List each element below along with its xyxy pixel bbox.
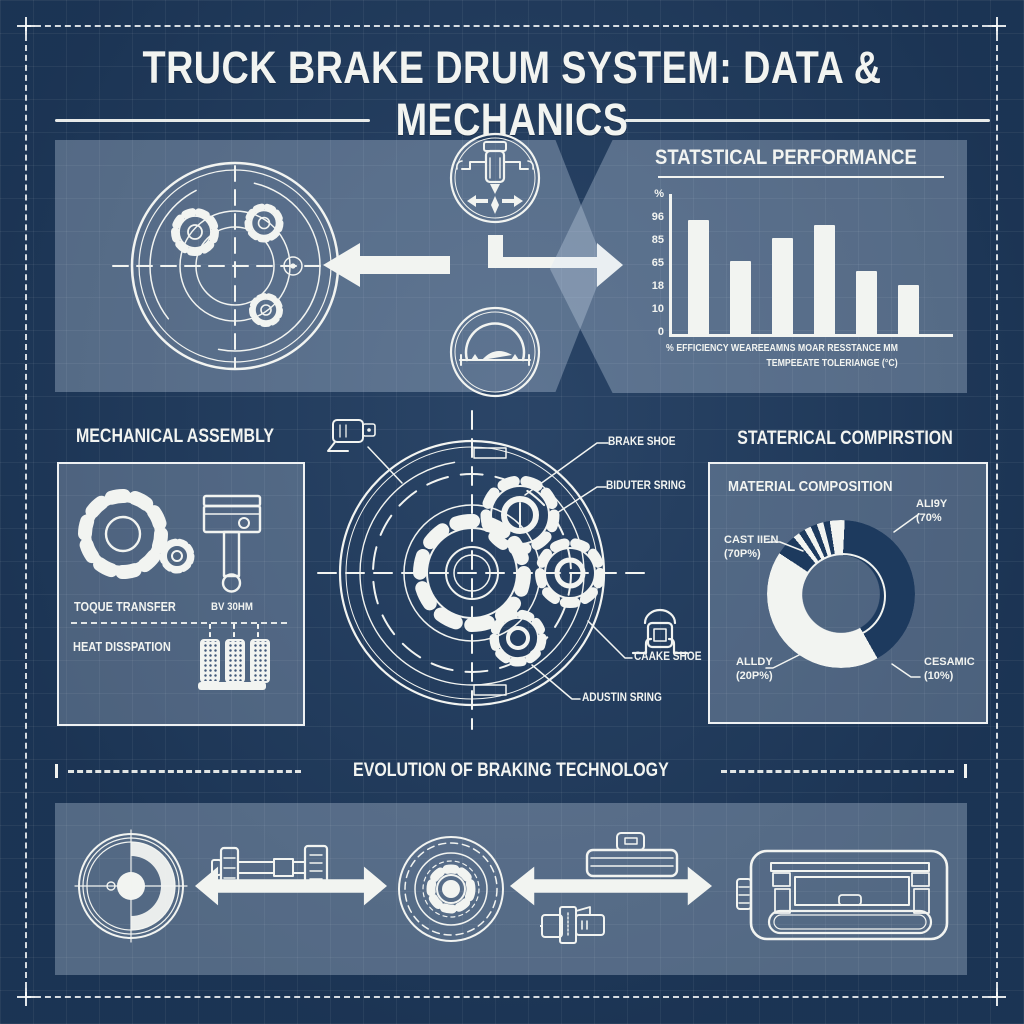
gauge-badge-icon: [449, 306, 541, 398]
component-icon: [327, 419, 376, 452]
brake-pad: [225, 639, 245, 683]
bar-chart-y-axis: [669, 194, 672, 336]
corner-cross: [988, 988, 1006, 1006]
brake-pad: [250, 639, 270, 683]
dashed-rule: [720, 769, 954, 773]
dash-end-tick: [55, 764, 58, 778]
brake-shoe-icon: [631, 608, 689, 655]
drum-exploded-diagram: [317, 410, 689, 730]
y-tick: 85: [651, 234, 664, 246]
stats-underline: [658, 176, 944, 178]
pie-label-ceramic: CESAMIC (10%): [924, 656, 975, 682]
bar: [898, 285, 919, 336]
y-tick: 10: [651, 303, 664, 315]
bar-chart-yticks: % 96 85 65 18 10 0: [634, 188, 664, 338]
torque-transfer-label: TOQUE TRANSFER: [74, 600, 176, 614]
evolution-band: [55, 803, 967, 975]
evolution-title: EVOLUTION OF BRAKING TECHNOLOGY: [353, 760, 669, 781]
y-tick: 96: [651, 211, 664, 223]
drum-gear-icon: [398, 836, 504, 942]
connector-line: [209, 624, 211, 637]
y-tick: %: [654, 188, 664, 200]
page-title: TRUCK BRAKE DRUM SYSTEM: DATA & MECHANIC…: [142, 42, 882, 145]
piston-icon: [202, 494, 262, 593]
dash-end-tick: [964, 764, 967, 778]
label-outer-spring: BIDUTER SRING: [606, 480, 686, 492]
small-part-icon: [540, 906, 605, 944]
cylinder-icon: [585, 832, 679, 878]
y-tick: 65: [651, 257, 664, 269]
torque-value: BV 30HM: [211, 601, 253, 613]
brake-pad: [200, 639, 220, 683]
corner-cross: [17, 17, 35, 35]
bar: [856, 271, 877, 336]
brake-pads-icon: [200, 639, 270, 683]
gear-icon: [171, 208, 219, 256]
evolution-header: EVOLUTION OF BRAKING TECHNOLOGY: [55, 760, 967, 782]
connector-line: [233, 624, 235, 637]
stats-title: STATSTICAL PERFORMANCE: [655, 146, 917, 169]
title-underline-left: [55, 119, 370, 122]
donut-leader-lines: [765, 513, 921, 678]
truck-assembly-icon: [736, 849, 949, 941]
divider-dashed: [71, 622, 287, 624]
heat-dissipation-label: HEAT DISSPATION: [73, 640, 171, 654]
pie-label-alloy2: ALLDY (20P%): [736, 656, 773, 682]
label-cake-shoe: CAAKE SHOE: [634, 651, 702, 663]
bar-chart-x-axis: [669, 334, 953, 337]
y-tick: 0: [657, 326, 664, 338]
wheel-icon: [74, 829, 188, 943]
bar-chart-bars: [688, 215, 919, 336]
mechanical-panel: TOQUE TRANSFER BV 30HM HEAT DISSPATION: [57, 462, 305, 726]
connector-line: [257, 624, 259, 637]
y-tick: 18: [651, 280, 664, 292]
brake-drum-diagram-icon: [112, 161, 358, 371]
label-adjust-spring: ADUSTIN SRING: [582, 692, 662, 704]
composition-header: STATERICAL COMPIRSTION: [737, 428, 953, 449]
gear-icon: [249, 293, 283, 327]
pie-label-alloy: ALI9Y (70%: [916, 498, 948, 524]
donut-inner-ring: [800, 553, 886, 639]
corner-cross: [17, 988, 35, 1006]
label-brake-shoe: BRAKE SHOE: [608, 436, 676, 448]
bar-chart-xlabel-1: % EFFICIENCY WEAREEAMNS MOAR RESSTANCE M…: [666, 343, 898, 354]
bar: [772, 238, 793, 336]
bar: [730, 261, 751, 336]
bar-chart-xlabel-2: TEMPEEATE TOLERIANGE (°C): [766, 358, 898, 369]
valve-badge-icon: [449, 132, 541, 224]
material-panel: MATERIAL COMPOSITION ALI9Y (70% CAST IIE…: [708, 462, 988, 724]
mechanical-title: MECHANICAL ASSEMBLY: [75, 426, 275, 447]
gear-pair-icon: [78, 489, 195, 579]
arrow-elbow-right-icon: [488, 235, 623, 287]
arrow-left-icon: [323, 243, 450, 287]
bar: [814, 225, 835, 336]
gear-icon: [244, 203, 284, 243]
corner-cross: [988, 17, 1006, 35]
pie-label-cast-iron: CAST IIEN (70P%): [724, 534, 779, 560]
stats-panel: STATSTICAL PERFORMANCE % 96 85 65 18 10 0 % EF…: [550, 140, 967, 393]
brake-pads-base: [198, 682, 266, 690]
material-panel-title: MATERIAL COMPOSITION: [728, 478, 893, 495]
dashed-rule: [68, 769, 302, 773]
bar: [688, 220, 709, 336]
title-underline-right: [625, 119, 990, 122]
